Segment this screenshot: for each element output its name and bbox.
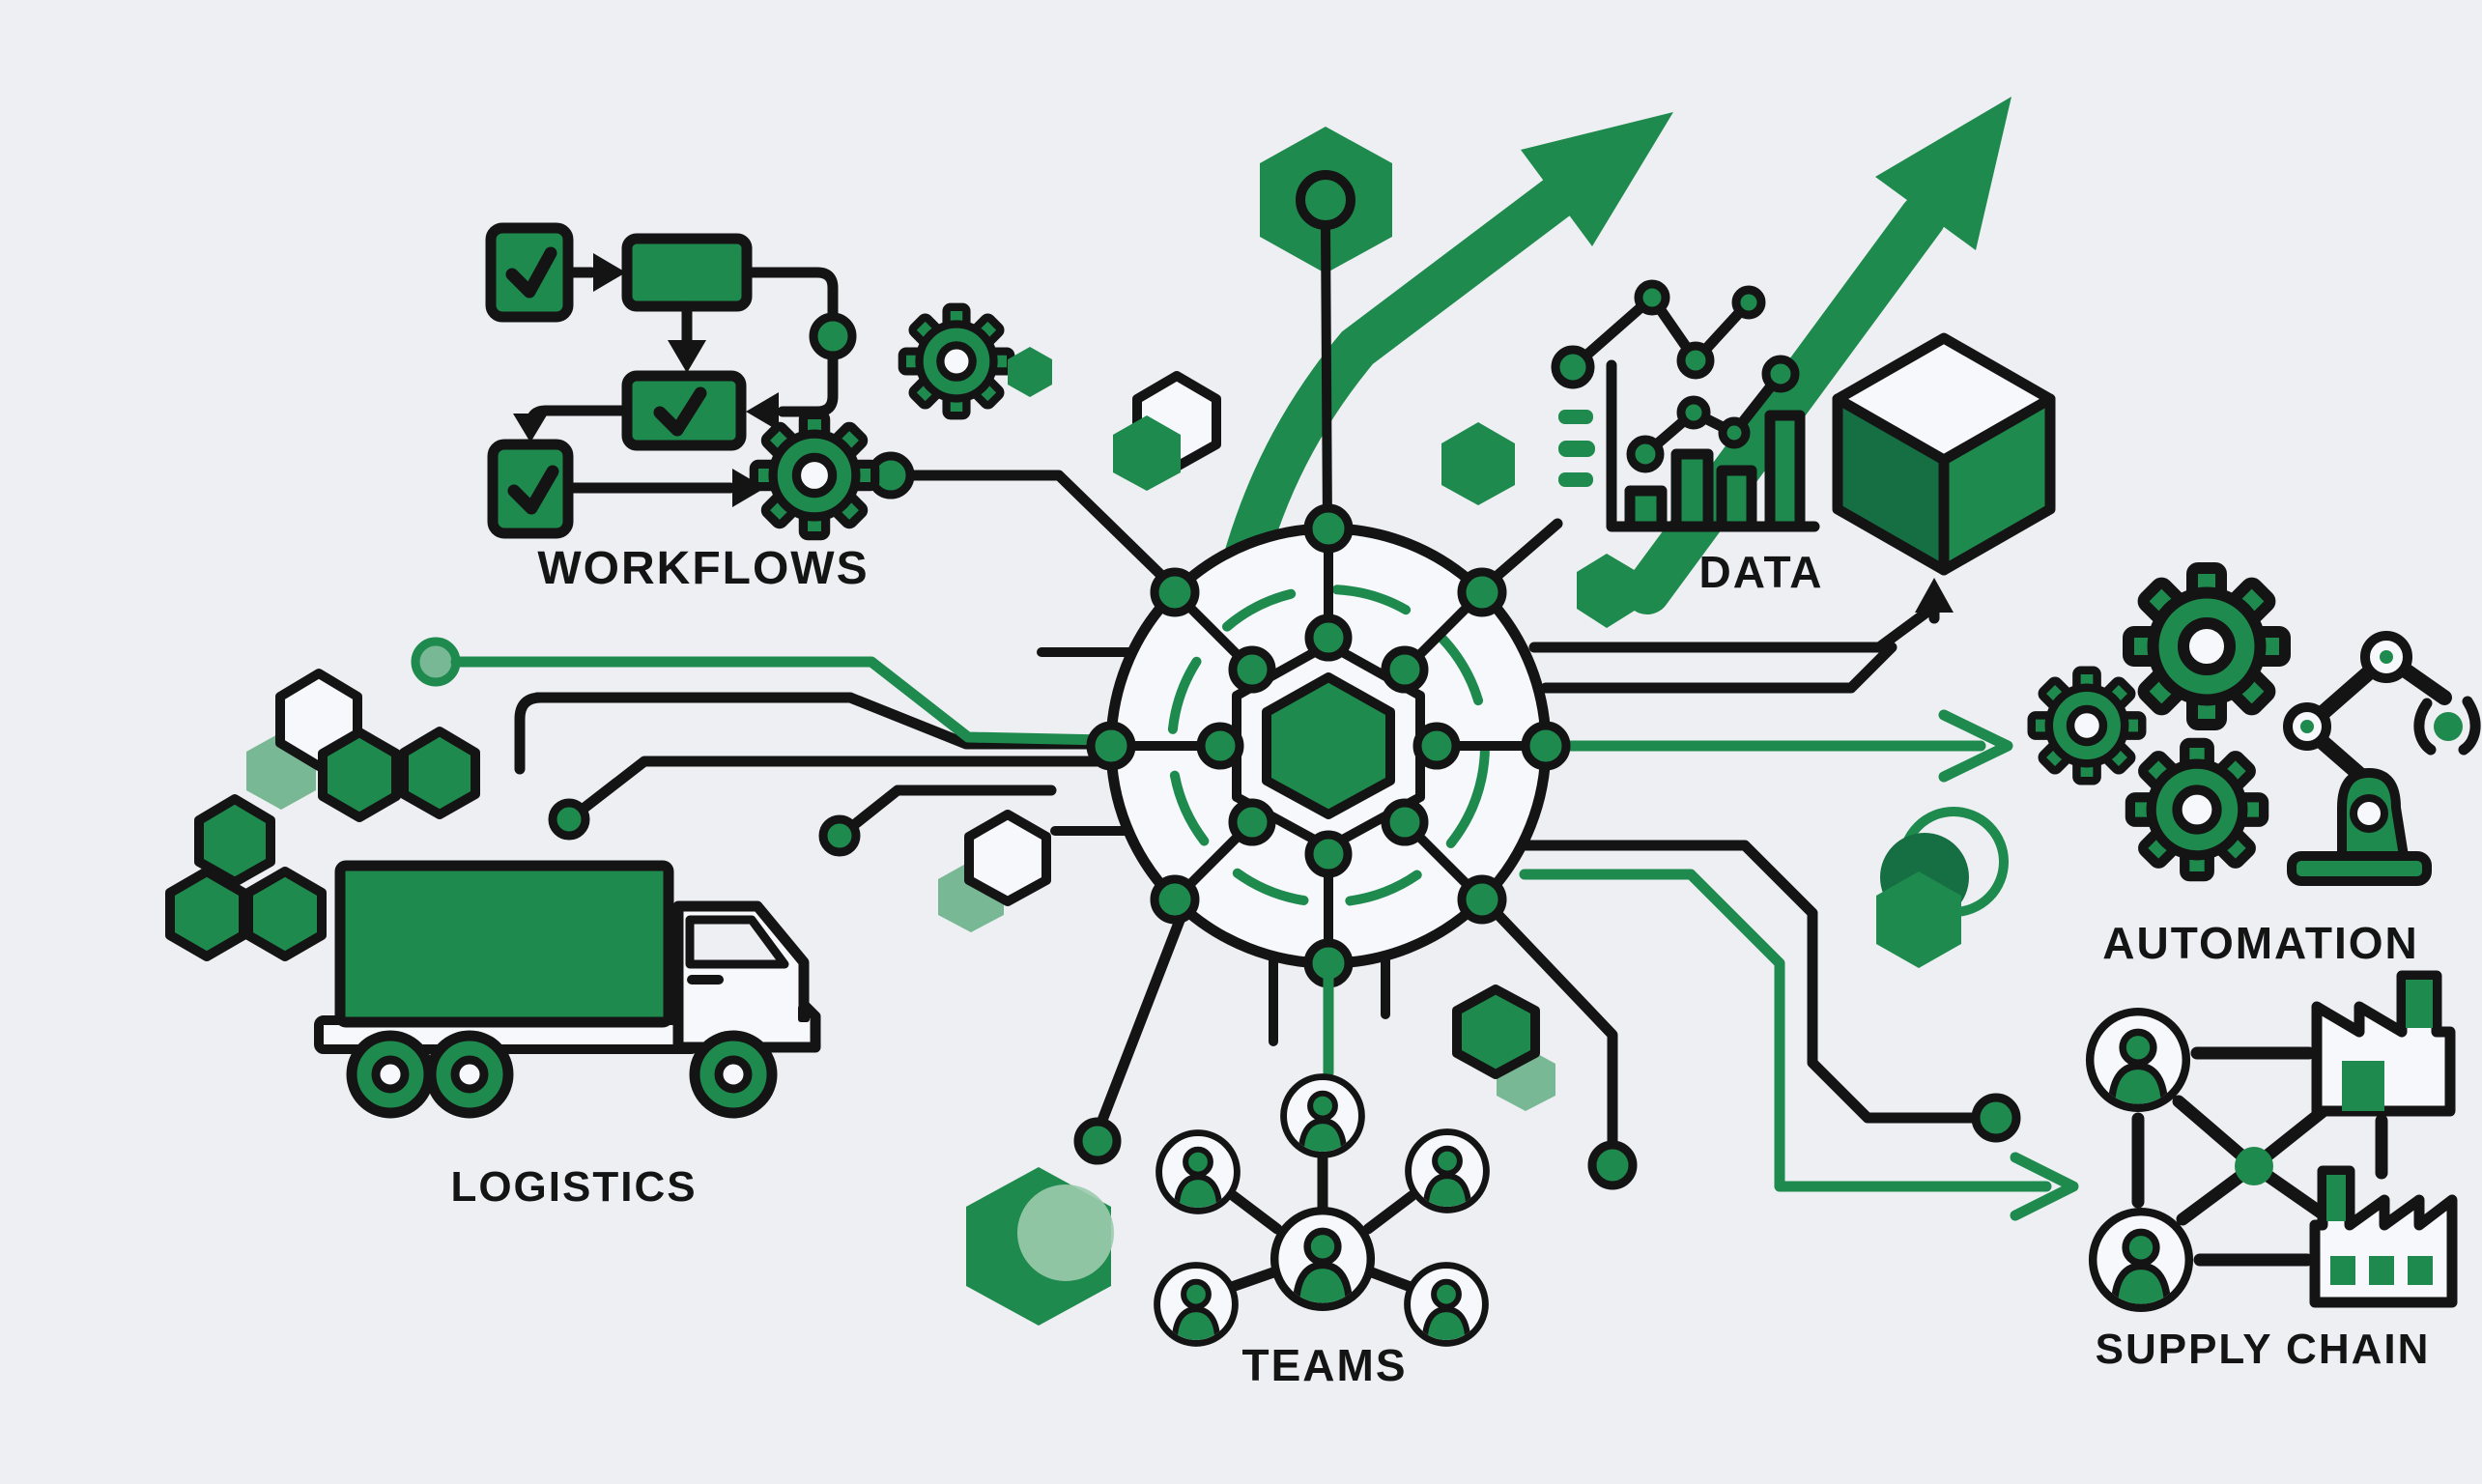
cube-icon (1832, 332, 2056, 576)
trace-start-dot (411, 637, 461, 687)
hexagon-cluster (165, 669, 480, 961)
logistics-label: LOGISTICS (450, 1163, 697, 1211)
list-dashes-icon (1558, 410, 1595, 487)
person-icon (1159, 1133, 1238, 1212)
up-arrow-icon (1915, 578, 1954, 613)
person-icon (2093, 1212, 2189, 1308)
data-section: DATA (1441, 279, 2056, 628)
gear-icon (902, 307, 1011, 415)
teams-label: TEAMS (1242, 1340, 1408, 1390)
factory-icon (2311, 970, 2456, 1117)
automation-section: AUTOMATION (1876, 568, 2481, 968)
workflows-section: WORKFLOWS (485, 222, 1221, 594)
truck-wheels (346, 1030, 778, 1119)
person-icon (1409, 1132, 1487, 1211)
green-arrow-to-automation (1550, 709, 2013, 783)
person-icon (1408, 1266, 1486, 1344)
hub-antenna-hexagon (1260, 127, 1392, 273)
workflows-label: WORKFLOWS (537, 543, 869, 594)
gear-icon (2128, 568, 2285, 725)
truck-icon (314, 860, 821, 1119)
person-icon (1274, 1211, 1371, 1307)
data-label: DATA (1699, 547, 1824, 597)
hexagon-accent (1113, 415, 1181, 491)
gear-icon (2032, 671, 2142, 781)
person-icon (2090, 1012, 2186, 1108)
hexagon-accent (1577, 554, 1638, 628)
hexagon-accent (1441, 422, 1515, 505)
robot-arm-icon (2283, 631, 2481, 886)
supply-chain-label: SUPPLY CHAIN (2096, 1326, 2431, 1373)
ring-hexagon-accent (1876, 807, 2009, 968)
automation-label: AUTOMATION (2102, 918, 2419, 968)
hub-dashed-ring (1167, 585, 1490, 907)
supply-chain-section: SUPPLY CHAIN (2090, 970, 2458, 1373)
teams-section: TEAMS (1157, 968, 1487, 1390)
hexagon-accent (1008, 347, 1052, 397)
hexagon-accents (938, 810, 1555, 1326)
team-links (1226, 1154, 1417, 1293)
hub-hexagon-core (1262, 672, 1395, 819)
network-hub-icon (1086, 127, 1571, 988)
green-arrow-to-supply-chain (1519, 869, 2079, 1221)
person-icon (1284, 1077, 1362, 1156)
supply-node (2235, 1147, 2273, 1185)
bar-chart-icon (1606, 359, 1820, 532)
logistics-section: LOGISTICS (165, 669, 821, 1211)
gear-icon (2130, 743, 2264, 876)
gear-icon (754, 414, 874, 535)
line-chart-icon (1551, 279, 1800, 473)
person-icon (1157, 1266, 1236, 1344)
hub-antenna-ring (1296, 170, 1355, 230)
factory-icon (2309, 1165, 2458, 1308)
